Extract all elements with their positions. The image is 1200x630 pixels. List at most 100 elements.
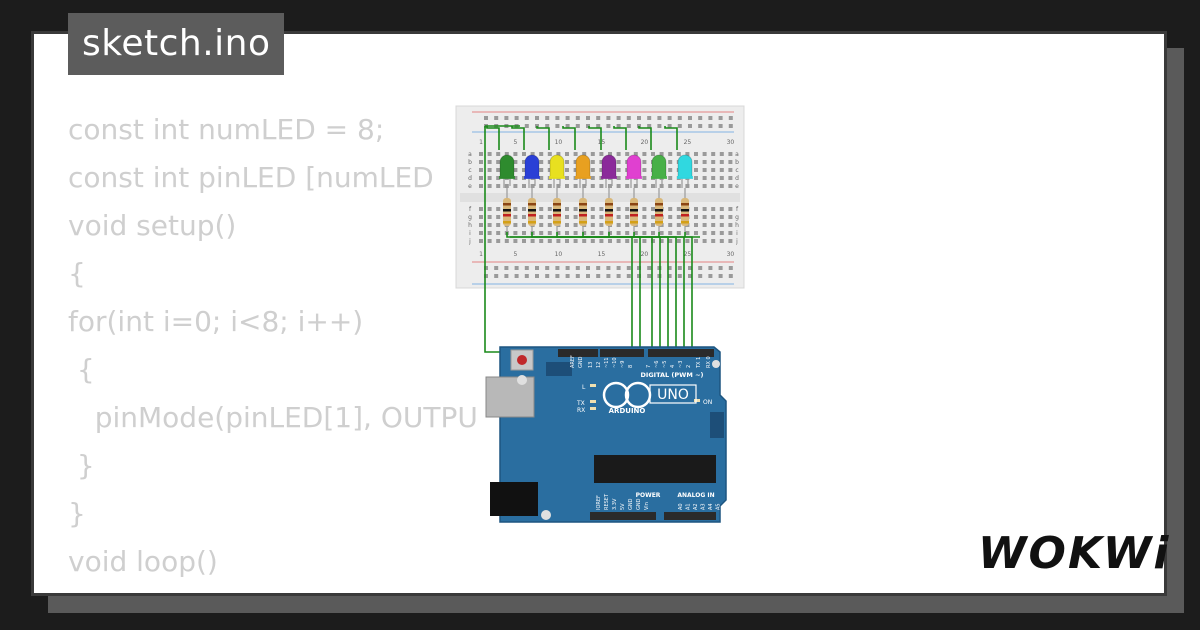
rail-hole — [698, 266, 703, 270]
breadboard-hole — [530, 239, 535, 243]
rail-hole — [504, 116, 509, 120]
breadboard-hole — [659, 231, 664, 235]
top-pin-label: 13 — [588, 362, 594, 368]
breadboard-row-label: e — [468, 183, 472, 190]
breadboard-hole — [590, 152, 595, 156]
breadboard-hole — [522, 168, 526, 172]
breadboard-hole — [599, 207, 604, 211]
breadboard-hole — [599, 223, 604, 227]
breadboard-hole — [522, 160, 526, 164]
breadboard-hole — [668, 184, 673, 188]
resistor-band — [579, 209, 587, 212]
led-indicator — [590, 384, 596, 387]
breadboard-hole — [573, 223, 578, 227]
breadboard-hole — [504, 152, 509, 156]
reset-button-cap[interactable] — [517, 355, 527, 365]
breadboard-hole — [496, 231, 501, 235]
breadboard-hole — [616, 168, 621, 172]
breadboard-hole — [522, 207, 526, 211]
top-pin-label: ~3 — [678, 361, 684, 368]
breadboard-hole — [582, 231, 587, 235]
rail-hole — [504, 266, 509, 270]
rail-hole — [575, 266, 580, 270]
breadboard-hole — [479, 215, 483, 219]
header-top-left — [558, 349, 598, 357]
rail-hole — [698, 116, 703, 120]
mount-hole-icon — [712, 360, 720, 368]
resistor-band — [528, 221, 536, 224]
resistor-band — [655, 209, 663, 212]
breadboard-hole — [513, 215, 518, 219]
breadboard-hole — [711, 176, 716, 180]
top-pin-label: AREF — [570, 355, 576, 368]
rail-hole — [514, 266, 519, 270]
rail-hole — [616, 274, 621, 278]
rail-hole — [688, 116, 692, 120]
rail-hole — [545, 116, 550, 120]
breadboard-row-label: j — [468, 238, 471, 245]
breadboard-hole — [676, 207, 681, 211]
resistor-band — [605, 221, 613, 224]
code-preview: const int numLED = 8;const int pinLED [n… — [68, 106, 588, 593]
led-gnd-wire — [511, 126, 525, 150]
breadboard-hole — [522, 239, 526, 243]
breadboard-hole — [599, 168, 604, 172]
rail-hole — [677, 116, 682, 120]
breadboard-hole — [702, 152, 707, 156]
rail-hole — [728, 124, 733, 128]
rail-hole — [524, 124, 529, 128]
breadboard-hole — [590, 223, 595, 227]
breadboard-row-label: g — [735, 214, 739, 221]
breadboard-hole — [547, 215, 552, 219]
rail-hole — [575, 116, 580, 120]
top-pin-label: RX 0 — [706, 356, 712, 368]
breadboard-column-label: 25 — [684, 251, 692, 258]
resistor-band — [681, 221, 689, 224]
breadboard-hole — [719, 160, 724, 164]
rail-hole — [626, 274, 631, 278]
led-rim — [626, 176, 642, 179]
breadboard-hole — [479, 184, 483, 188]
breadboard-hole — [676, 184, 681, 188]
rail-hole — [565, 124, 570, 128]
mount-hole-icon — [517, 375, 527, 385]
rail-hole — [728, 274, 733, 278]
led-gnd-wire — [486, 126, 500, 150]
signal-wire — [684, 232, 693, 352]
led-rim — [524, 176, 540, 179]
rail-hole — [688, 124, 692, 128]
power-jack — [490, 482, 538, 516]
breadboard-hole — [522, 152, 526, 156]
top-pin-label: GND — [578, 356, 584, 368]
breadboard-hole — [702, 168, 707, 172]
breadboard-hole — [668, 207, 673, 211]
breadboard-hole — [711, 152, 716, 156]
resistor-band — [579, 221, 587, 224]
rail-hole — [718, 116, 723, 120]
breadboard-row-label: j — [735, 238, 738, 245]
led-indicator — [590, 400, 596, 403]
mount-hole-icon — [541, 510, 551, 520]
rail-hole — [555, 124, 560, 128]
signal-wire — [633, 232, 677, 352]
breadboard-hole — [719, 207, 724, 211]
breadboard-hole — [642, 239, 647, 243]
breadboard-hole — [676, 215, 681, 219]
wokwi-logo: WOKWi — [978, 528, 1171, 579]
rail-hole — [586, 274, 590, 278]
breadboard-hole — [565, 231, 569, 235]
rail-hole — [708, 266, 713, 270]
breadboard-hole — [694, 176, 698, 180]
breadboard-hole — [487, 160, 492, 164]
icsp-header — [546, 362, 572, 376]
led-icon — [575, 154, 591, 179]
breadboard-hole — [479, 239, 483, 243]
breadboard-row-label: e — [735, 183, 739, 190]
breadboard-hole — [633, 152, 638, 156]
breadboard-hole — [668, 168, 673, 172]
breadboard-hole — [573, 215, 578, 219]
power-pin-label: Vin — [644, 502, 650, 510]
rail-hole — [637, 274, 641, 278]
